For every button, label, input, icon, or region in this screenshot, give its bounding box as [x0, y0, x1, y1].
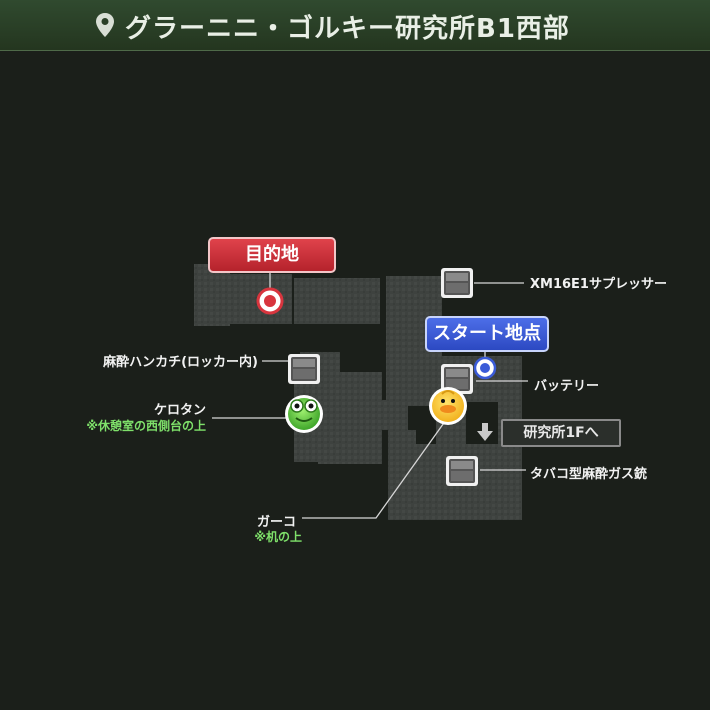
- item-label-gas-gun: タバコ型麻酔ガス銃: [530, 467, 648, 482]
- exit-to-1f-button[interactable]: 研究所1Fへ: [501, 419, 621, 447]
- map-title: グラーニニ・ゴルキー研究所B1西部: [125, 14, 570, 44]
- corridor-north: [294, 278, 380, 324]
- collectible-label-kerotan: ケロタン: [153, 403, 206, 418]
- start-marker[interactable]: [473, 356, 497, 380]
- duck-icon[interactable]: [429, 387, 467, 425]
- collectible-note-gako: ※机の上: [254, 530, 302, 544]
- item-label-battery: バッテリー: [534, 379, 600, 394]
- item-label-handkerchief: 麻酔ハンカチ(ロッカー内): [103, 355, 258, 370]
- locker-icon[interactable]: [446, 456, 478, 486]
- location-pin-icon: [96, 13, 114, 37]
- locker-icon[interactable]: [288, 354, 320, 384]
- goal-callout: 目的地: [208, 237, 336, 273]
- locker-icon[interactable]: [441, 364, 473, 394]
- goal-marker[interactable]: [256, 287, 284, 315]
- map-header: グラーニニ・ゴルキー研究所B1西部: [0, 0, 710, 51]
- locker-icon[interactable]: [441, 268, 473, 298]
- down-arrow-icon: [477, 423, 493, 441]
- start-callout: スタート地点: [425, 316, 549, 352]
- leader-lines: [212, 270, 528, 519]
- frog-icon[interactable]: [285, 395, 323, 433]
- collectible-note-kerotan: ※休憩室の西側台の上: [86, 419, 206, 433]
- item-label-suppressor: XM16E1サプレッサー: [530, 277, 667, 292]
- collectible-label-gako: ガーコ: [256, 515, 296, 530]
